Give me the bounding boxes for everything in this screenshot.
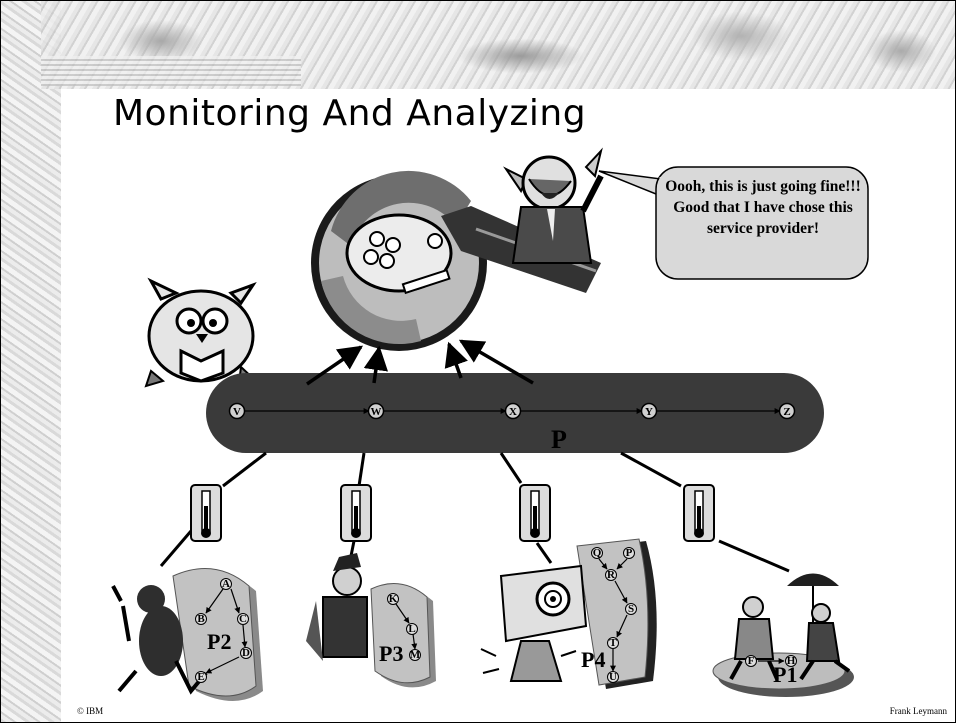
footer-copyright: © IBM bbox=[77, 706, 104, 716]
svg-text:K: K bbox=[389, 593, 398, 605]
speaker-icon bbox=[480, 564, 588, 682]
subprocess-p3: K L M P3 bbox=[306, 553, 436, 688]
thermometer-icon bbox=[519, 484, 551, 542]
speech-bubble bbox=[598, 166, 869, 280]
subprocess-p2: A B C D E P2 bbox=[111, 567, 263, 701]
thermometer-icon bbox=[683, 484, 715, 542]
svg-text:W: W bbox=[371, 406, 382, 418]
speech-bubble-text: Oooh, this is just going fine!!! Good th… bbox=[665, 178, 861, 237]
svg-text:X: X bbox=[509, 406, 517, 418]
svg-text:E: E bbox=[197, 671, 204, 683]
svg-text:P2: P2 bbox=[207, 629, 231, 654]
svg-text:C: C bbox=[239, 613, 247, 625]
svg-text:R: R bbox=[607, 569, 616, 581]
svg-text:A: A bbox=[222, 578, 230, 590]
svg-text:V: V bbox=[233, 406, 241, 418]
subprocess-p4: Q P R S T U P4 bbox=[480, 538, 657, 689]
process-node-w: W bbox=[367, 402, 385, 420]
svg-text:B: B bbox=[197, 613, 205, 625]
subprocess-links bbox=[159, 451, 790, 573]
magician-icon bbox=[306, 553, 368, 661]
thermometer-icon bbox=[340, 484, 372, 542]
svg-text:T: T bbox=[609, 637, 617, 649]
svg-text:D: D bbox=[242, 647, 250, 659]
subprocess-p1: F H P1 bbox=[712, 573, 854, 697]
svg-text:Z: Z bbox=[783, 406, 790, 418]
owl-reading-icon bbox=[144, 277, 259, 388]
svg-text:P1: P1 bbox=[773, 662, 797, 687]
process-node-x: X bbox=[504, 402, 522, 420]
svg-text:P3: P3 bbox=[379, 641, 403, 666]
main-process-label: P bbox=[551, 425, 567, 454]
process-node-v: V bbox=[228, 402, 246, 420]
svg-text:P: P bbox=[626, 547, 633, 559]
process-node-y: Y bbox=[640, 402, 658, 420]
svg-text:H: H bbox=[787, 655, 796, 667]
umbrella-couple-icon bbox=[729, 573, 851, 681]
magnifier-monitor-icon bbox=[311, 170, 601, 351]
footer-author: Frank Leymann bbox=[889, 706, 947, 716]
svg-text:U: U bbox=[609, 671, 617, 683]
svg-text:M: M bbox=[410, 649, 421, 661]
process-node-z: Z bbox=[778, 402, 796, 420]
thermometer-icon bbox=[190, 484, 222, 542]
svg-text:Y: Y bbox=[645, 406, 653, 418]
header-banner-stripes bbox=[41, 56, 301, 86]
svg-text:Q: Q bbox=[593, 547, 602, 559]
svg-text:S: S bbox=[628, 603, 634, 615]
page-title: Monitoring And Analyzing bbox=[113, 93, 587, 134]
svg-text:P4: P4 bbox=[581, 647, 605, 672]
svg-text:F: F bbox=[748, 655, 755, 667]
businessman-cheering-icon bbox=[503, 147, 604, 264]
side-texture bbox=[1, 1, 61, 722]
monitor-feed-arrows bbox=[306, 339, 534, 386]
svg-text:L: L bbox=[408, 623, 415, 635]
